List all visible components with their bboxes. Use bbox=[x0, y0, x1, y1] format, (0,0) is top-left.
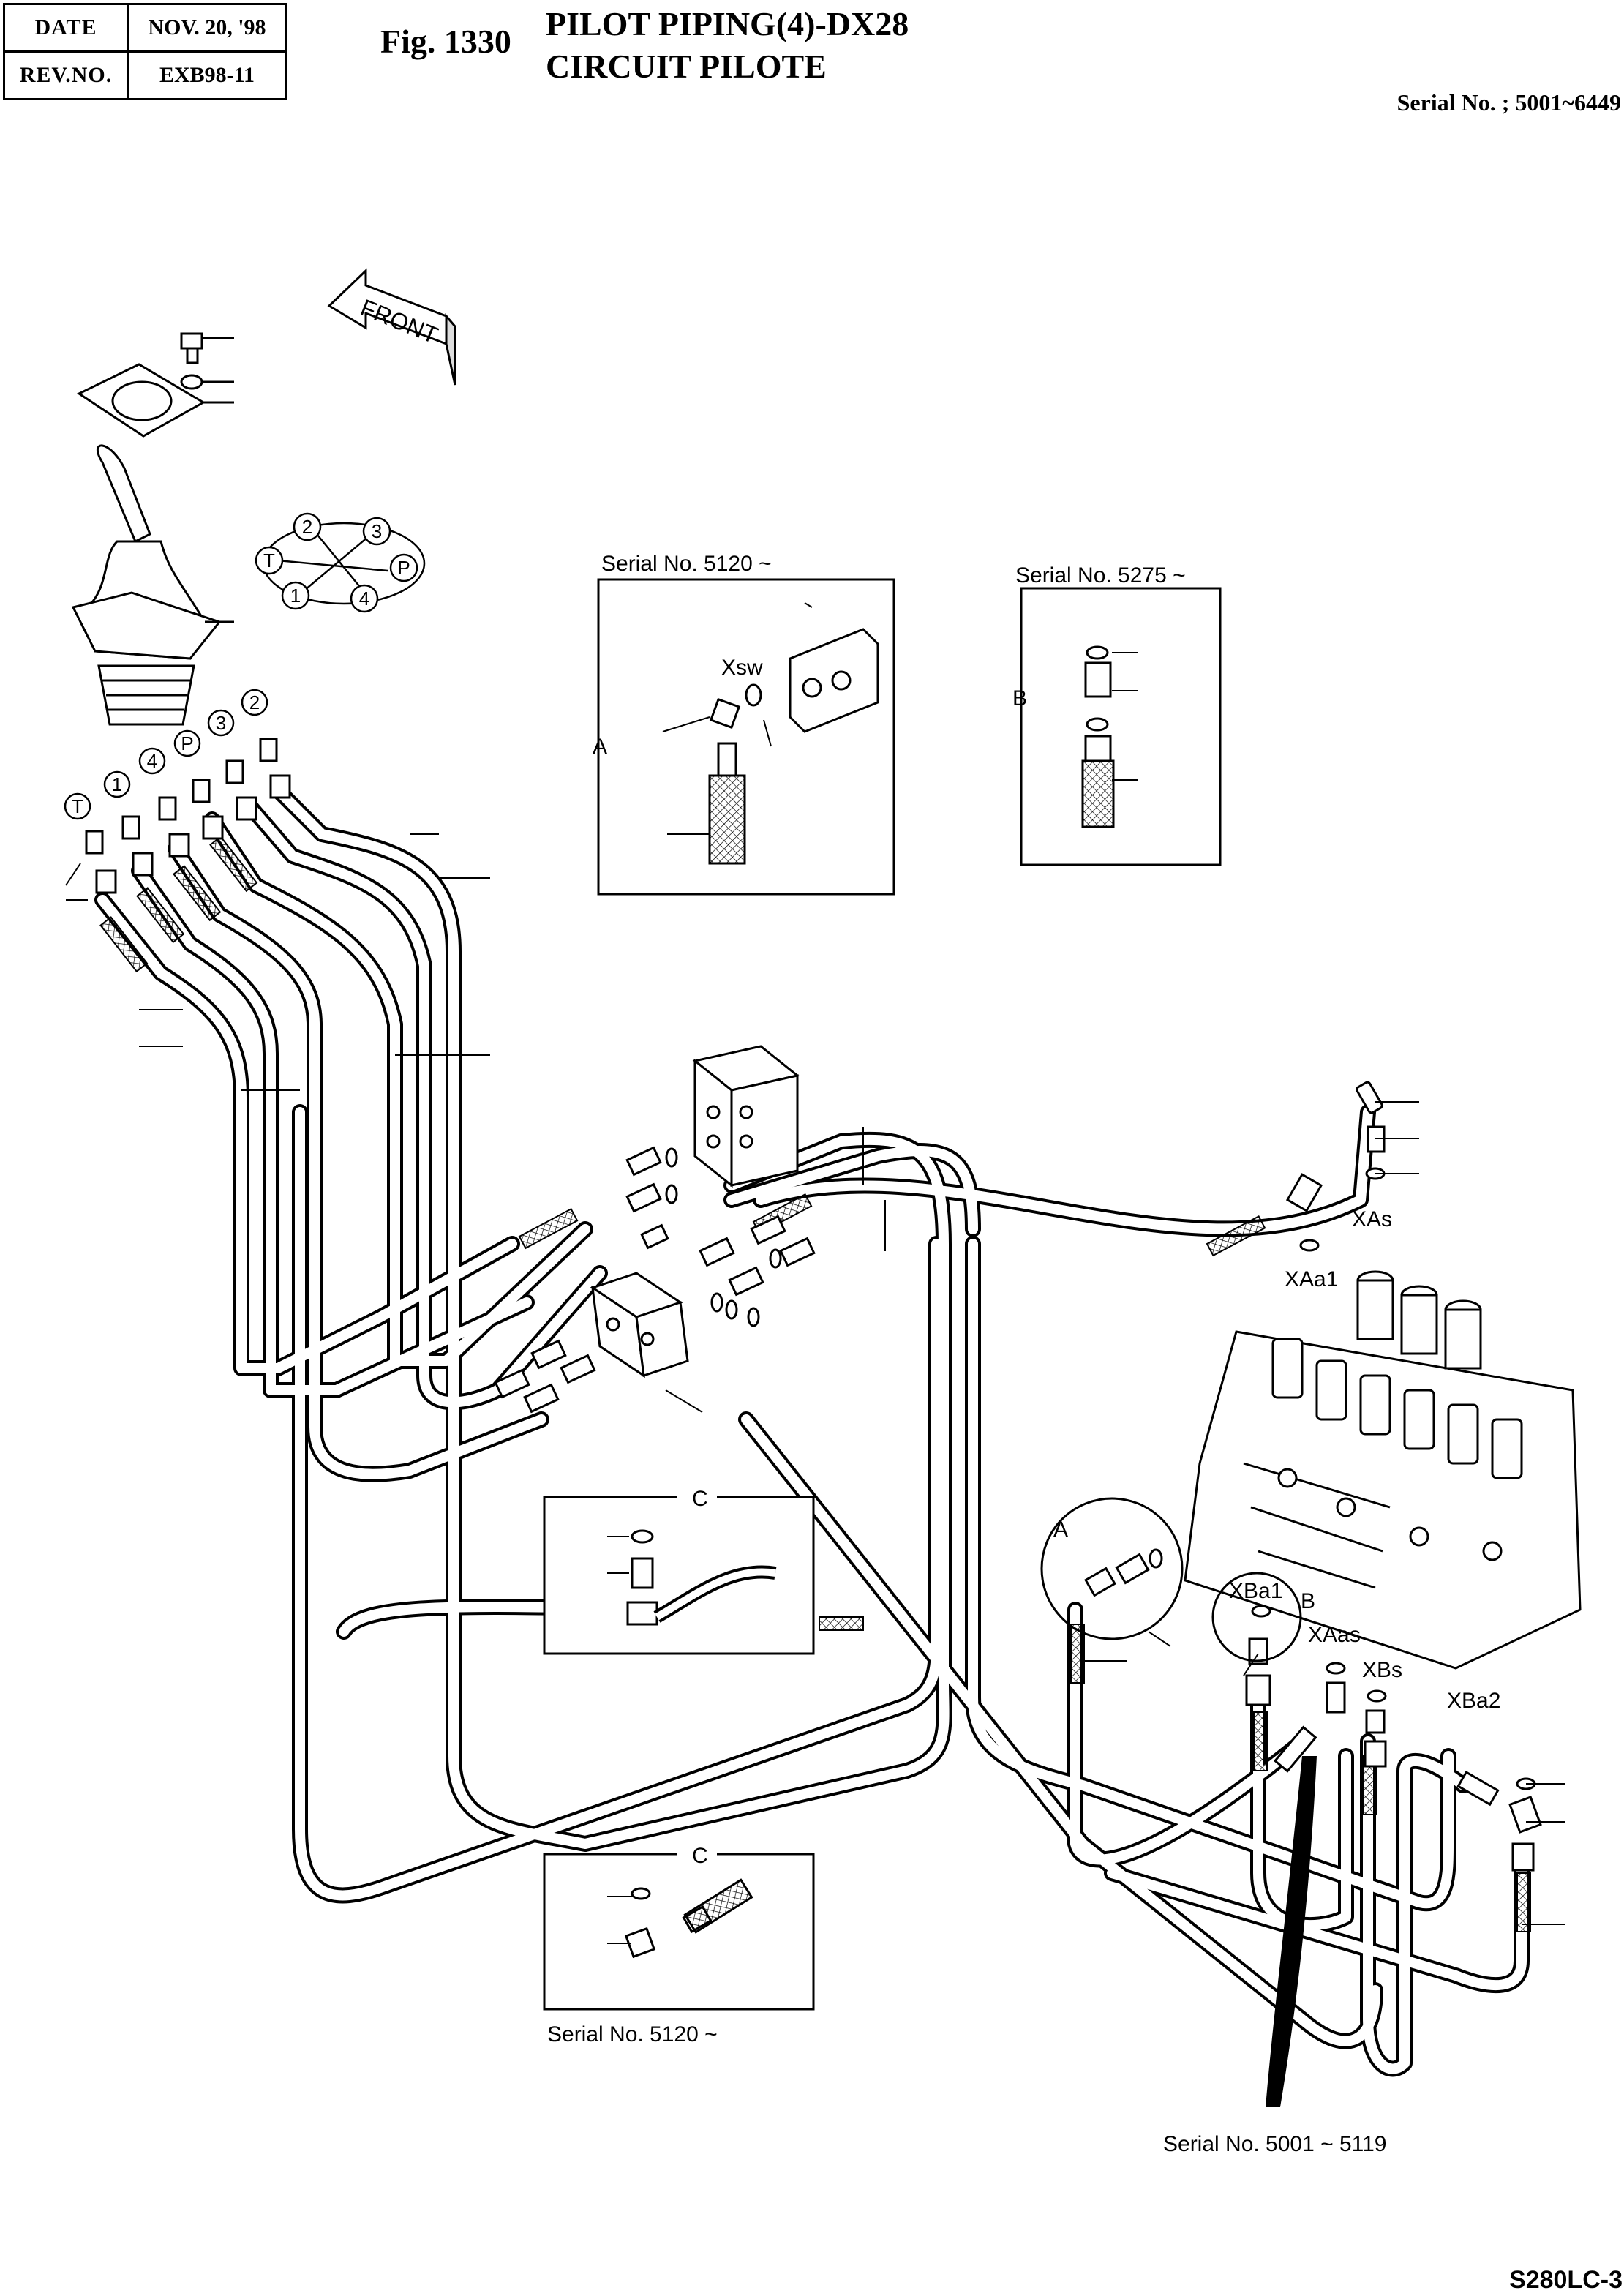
junction-fittings bbox=[494, 1146, 816, 1414]
early-serial-hose-bundle bbox=[1266, 1756, 1317, 2107]
joystick-fittings bbox=[85, 738, 291, 894]
port-pattern-1: 1 bbox=[290, 585, 301, 607]
date-label: DATE bbox=[3, 3, 129, 53]
callout-circle-b: B bbox=[1211, 1572, 1315, 1662]
front-arrow: FRONT bbox=[327, 268, 456, 386]
rev-label: REV.NO. bbox=[3, 50, 129, 100]
port-p: P bbox=[181, 732, 193, 754]
inset-b-box: Serial No. 5275 ~ B bbox=[1012, 563, 1222, 866]
pilot-hoses bbox=[94, 782, 1530, 2077]
port-pattern-3: 3 bbox=[372, 520, 382, 542]
rev-value: EXB98-11 bbox=[127, 50, 287, 100]
inset-a-serial: Serial No. 5120 ~ bbox=[601, 552, 772, 576]
figure-number: Fig. 1330 bbox=[380, 23, 511, 60]
port-pattern-4: 4 bbox=[359, 588, 369, 609]
inset-a-box: Serial No. 5120 ~ A Xsw bbox=[593, 552, 895, 896]
title-english: PILOT PIPING(4)-DX28 bbox=[546, 5, 909, 42]
port-t: T bbox=[72, 795, 83, 817]
port-1: 1 bbox=[112, 773, 122, 795]
main-control-valve bbox=[1184, 1270, 1582, 1670]
inset-b-letter: B bbox=[1012, 686, 1027, 710]
serial-bottom: Serial No. 5001 ~ 5119 bbox=[1163, 2132, 1387, 2156]
port-2: 2 bbox=[249, 691, 260, 713]
callout-b-letter: B bbox=[1301, 1589, 1315, 1613]
inset-b-serial: Serial No. 5275 ~ bbox=[1015, 563, 1186, 588]
port-label-xaas: XAas bbox=[1308, 1623, 1361, 1647]
date-value: NOV. 20, '98 bbox=[127, 3, 287, 53]
port-pattern-p: P bbox=[397, 557, 410, 579]
port-pattern-2: 2 bbox=[302, 516, 312, 538]
title-french: CIRCUIT PILOTE bbox=[546, 48, 827, 85]
header-table: DATE NOV. 20, '98 REV.NO. EXB98-11 bbox=[3, 3, 287, 100]
title-block: PILOT PIPING(4)-DX28 CIRCUIT PILOTE bbox=[546, 3, 909, 88]
inset-c-bottom-serial: Serial No. 5120 ~ bbox=[547, 2022, 718, 2046]
port-pattern-t: T bbox=[263, 549, 275, 571]
junction-block-lower bbox=[590, 1272, 689, 1378]
mounting-hardware bbox=[76, 332, 234, 438]
joystick-control-valve bbox=[71, 444, 234, 726]
inset-c-bottom-box: C Serial No. 5120 ~ bbox=[543, 1842, 815, 2046]
joystick-port-labels: T 1 4 P 3 2 bbox=[64, 689, 268, 820]
inset-c-top-letter: C bbox=[692, 1487, 708, 1511]
model-number: S280LC-3 bbox=[1509, 2266, 1623, 2294]
inset-a-letter: A bbox=[593, 735, 607, 759]
port-label-xaa1: XAa1 bbox=[1285, 1267, 1338, 1291]
serial-range: Serial No. ; 5001~6449 bbox=[1396, 89, 1621, 116]
port-label-xas: XAs bbox=[1352, 1207, 1392, 1231]
port-label-xba2: XBa2 bbox=[1447, 1689, 1500, 1713]
port-pattern: 2 3 T P 1 4 bbox=[255, 512, 426, 613]
port-label-xbs: XBs bbox=[1362, 1658, 1402, 1682]
port-3: 3 bbox=[216, 712, 226, 734]
valve-port-labels: XAs XAa1 XBa1 XAas XBs XBa2 bbox=[1229, 1207, 1500, 1713]
inset-c-top-box: C bbox=[543, 1485, 815, 1655]
port-4: 4 bbox=[147, 750, 157, 772]
inset-c-bottom-letter: C bbox=[692, 1844, 708, 1868]
leader-lines bbox=[65, 602, 1565, 1944]
callout-a-letter: A bbox=[1053, 1517, 1068, 1542]
inset-a-port: Xsw bbox=[721, 656, 763, 680]
valve-port-fittings bbox=[1245, 1081, 1542, 1872]
port-label-xba1: XBa1 bbox=[1229, 1579, 1282, 1603]
junction-block-upper bbox=[692, 1045, 800, 1188]
callout-circle-a: A bbox=[1040, 1497, 1184, 1640]
